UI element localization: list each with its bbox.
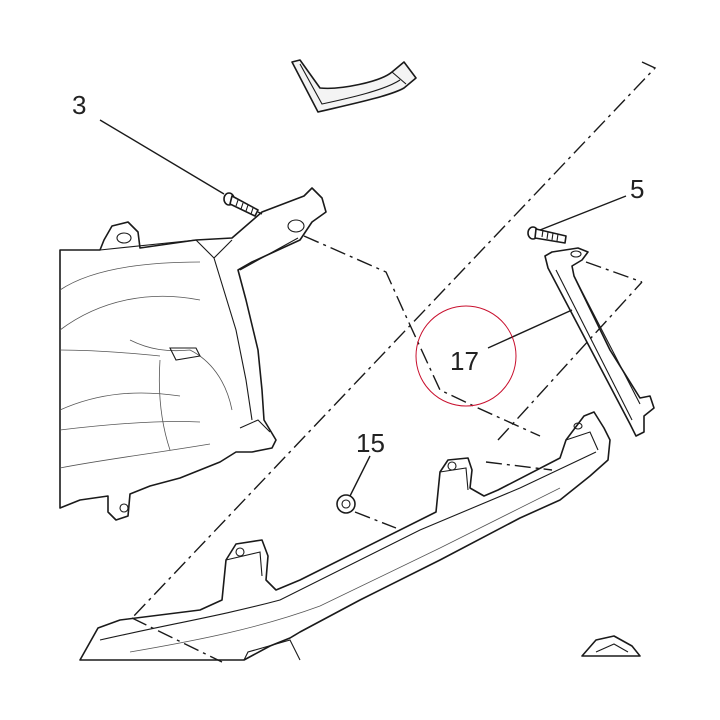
lower-cover-part (79, 411, 611, 661)
leader-lines (99, 119, 627, 497)
screw-5 (527, 226, 567, 244)
callout-17: 17 (450, 346, 479, 376)
left-body-part (59, 187, 327, 521)
leader-17 (487, 309, 573, 349)
callout-3: 3 (72, 90, 86, 120)
screw-3 (223, 192, 259, 217)
leader-5 (539, 195, 627, 231)
top-duct-part (291, 59, 417, 113)
clip-15 (336, 494, 356, 514)
bottom-right-fragment (581, 635, 641, 657)
leader-3 (99, 119, 225, 195)
vertical-bracket-part (544, 247, 655, 437)
leader-15 (349, 455, 371, 497)
assembly-boundary-line (131, 61, 657, 663)
assembly-relation-lines (257, 211, 553, 529)
callout-5: 5 (630, 174, 644, 204)
callout-15: 15 (356, 428, 385, 458)
callout-17-highlight-ring (415, 305, 517, 407)
